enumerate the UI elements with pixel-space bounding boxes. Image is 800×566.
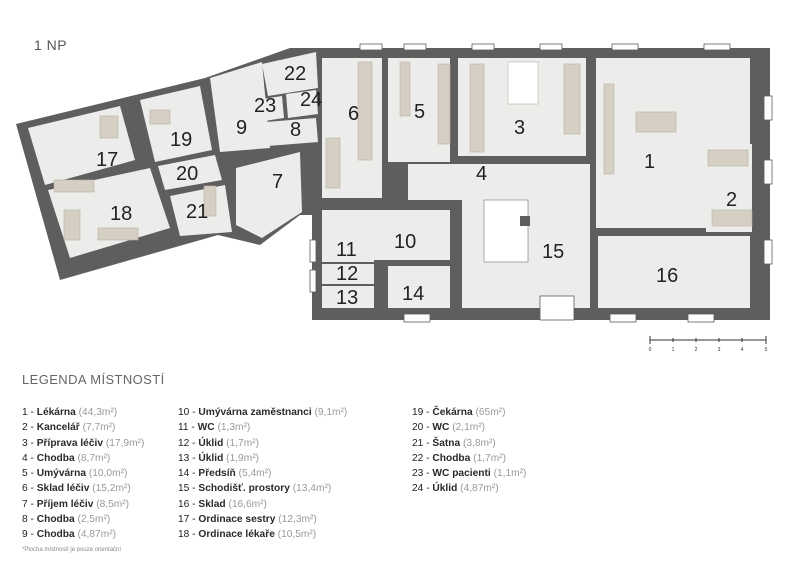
legend-item: 5 - Umývárna (10,0m²) bbox=[22, 468, 128, 480]
room-number: 16 bbox=[656, 265, 678, 287]
legend-item: 9 - Chodba (4,87m²) bbox=[22, 529, 116, 541]
legend-item: 24 - Úklid (4,87m²) bbox=[412, 483, 499, 495]
legend-item: 19 - Čekárna (65m²) bbox=[412, 407, 506, 418]
floor-8 bbox=[266, 118, 318, 146]
legend-item: 7 - Příjem léčiv (8,5m²) bbox=[22, 498, 130, 510]
scale-tick-label: 2 bbox=[695, 347, 698, 353]
legend-item: 23 - WC pacienti (1,1m²) bbox=[412, 468, 527, 480]
furniture bbox=[53, 61, 753, 263]
room-number: 20 bbox=[176, 163, 198, 185]
windows bbox=[309, 43, 773, 323]
legend-title: LEGENDA MÍSTNOSTÍ bbox=[22, 372, 165, 387]
floor-22 bbox=[262, 52, 318, 96]
scale-tick-label: 4 bbox=[741, 347, 744, 353]
legend-item: 3 - Příprava léčiv (17,9m²) bbox=[22, 437, 145, 449]
legend-item: 12 - Úklid (1,7m²) bbox=[178, 437, 259, 449]
room-number: 10 bbox=[394, 231, 416, 253]
room-number: 17 bbox=[96, 149, 118, 171]
scale-tick-label: 1 bbox=[672, 347, 675, 353]
scale-tick-label: 5 bbox=[765, 347, 768, 353]
room-floors bbox=[28, 52, 752, 308]
room-number: 1 bbox=[644, 151, 655, 173]
room-number: 12 bbox=[336, 263, 358, 285]
floor-9 bbox=[210, 62, 270, 152]
legend-item: 18 - Ordinace lékaře (10,5m²) bbox=[178, 529, 317, 541]
legend-item: 2 - Kancelář (7,7m²) bbox=[22, 422, 116, 434]
scale-tick-label: 0 bbox=[649, 347, 652, 353]
legend-item: 21 - Šatna (3,8m²) bbox=[412, 437, 496, 449]
room-number: 19 bbox=[170, 129, 192, 151]
legend-item: 1 - Lékárna (44,3m²) bbox=[22, 407, 118, 418]
legend-column-3: 19 - Čekárna (65m²) 20 - WC (2,1m²) 21 -… bbox=[412, 405, 526, 497]
floor-label: 1 NP bbox=[34, 37, 68, 53]
legend-item: 20 - WC (2,1m²) bbox=[412, 422, 486, 434]
room-number: 18 bbox=[110, 203, 132, 225]
legend-column-2: 10 - Umývárna zaměstnanci (9,1m²) 11 - W… bbox=[178, 405, 347, 543]
room-number: 7 bbox=[272, 171, 283, 193]
floor-19 bbox=[140, 86, 212, 162]
room-number: 5 bbox=[414, 101, 425, 123]
room-number: 23 bbox=[254, 95, 276, 117]
room-number: 3 bbox=[514, 117, 525, 139]
legend-item: 14 - Předsíň (5,4m²) bbox=[178, 468, 272, 480]
scale-tick-label: 3 bbox=[718, 347, 721, 353]
legend-item: 10 - Umývárna zaměstnanci (9,1m²) bbox=[178, 407, 348, 418]
room-number: 8 bbox=[290, 119, 301, 141]
floor-13 bbox=[322, 286, 374, 308]
floor-23 bbox=[256, 96, 284, 122]
room-number: 14 bbox=[402, 283, 424, 305]
legend-item: 17 - Ordinace sestry (12,3m²) bbox=[178, 514, 317, 526]
room-number: 4 bbox=[476, 163, 487, 185]
floor-12 bbox=[322, 264, 374, 284]
legend-item: 4 - Chodba (8,7m²) bbox=[22, 452, 111, 464]
room-number: 6 bbox=[348, 103, 359, 125]
legend-item: 22 - Chodba (1,7m²) bbox=[412, 452, 506, 464]
floor-21 bbox=[170, 185, 232, 236]
room-number: 13 bbox=[336, 287, 358, 309]
room-number: 15 bbox=[542, 241, 564, 263]
floor-24 bbox=[286, 90, 318, 118]
footnote: *Plocha místností je pouze orientační bbox=[22, 547, 122, 553]
legend-item: 13 - Úklid (1,9m²) bbox=[178, 452, 259, 464]
room-number: 11 bbox=[336, 239, 357, 261]
legend-item: 15 - Schodišť. prostory (13,4m²) bbox=[178, 483, 332, 495]
legend-item: 11 - WC (1,3m²) bbox=[178, 422, 251, 434]
room-number: 2 bbox=[726, 189, 737, 211]
legend-column-1: 1 - Lékárna (44,3m²) 2 - Kancelář (7,7m²… bbox=[22, 405, 144, 543]
room-numbers: 1 2 3 4 5 6 7 8 9 10 11 12 13 14 15 16 1… bbox=[96, 63, 737, 309]
room-number: 9 bbox=[236, 117, 247, 139]
floor-14 bbox=[388, 266, 450, 308]
floor-7 bbox=[236, 152, 302, 238]
floor-20 bbox=[158, 155, 222, 190]
legend-item: 8 - Chodba (2,5m²) bbox=[22, 514, 111, 526]
room-number: 24 bbox=[300, 89, 322, 111]
legend-item: 16 - Sklad (16,6m²) bbox=[178, 498, 267, 510]
floor-16 bbox=[598, 236, 750, 308]
room-number: 22 bbox=[284, 63, 306, 85]
floor-11 bbox=[322, 236, 374, 262]
legend-item: 6 - Sklad léčiv (15,2m²) bbox=[22, 483, 131, 495]
room-number: 21 bbox=[186, 201, 208, 223]
